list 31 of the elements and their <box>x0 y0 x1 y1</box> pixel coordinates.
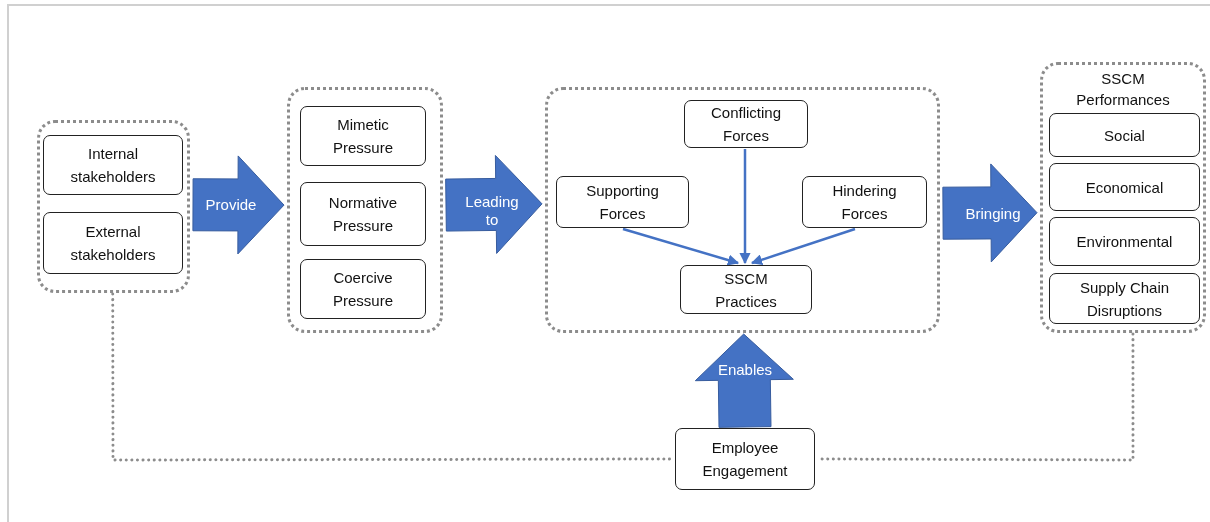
label-box: Mimetic Pressure <box>300 106 426 166</box>
label-box: Environmental <box>1049 217 1200 266</box>
dotted-group-box <box>545 87 940 333</box>
edge-label: Leading to <box>464 193 520 229</box>
label-box: Social <box>1049 113 1200 157</box>
label-box: Normative Pressure <box>300 182 426 246</box>
dotted-group-box <box>287 87 443 333</box>
label-box: Supporting Forces <box>556 176 689 228</box>
dotted-group-box <box>37 120 190 293</box>
edge-label: Enables <box>717 361 773 379</box>
arrow <box>750 227 856 266</box>
arrow <box>622 227 740 266</box>
label-box: Supply Chain Disruptions <box>1049 273 1200 324</box>
dotted-group-box <box>1040 62 1206 333</box>
block-arrow <box>694 333 794 428</box>
label-box: Internal stakeholders <box>43 135 183 195</box>
label-box: Employee Engagement <box>675 428 815 490</box>
dotted-connector <box>111 292 674 462</box>
label-box: Hindering Forces <box>802 176 927 228</box>
group-heading: SSCM Performances <box>1075 69 1171 110</box>
block-arrow <box>192 155 285 255</box>
edge-label: Bringing <box>965 205 1021 223</box>
block-arrow <box>942 163 1038 263</box>
label-box: SSCM Practices <box>680 265 812 314</box>
label-box: Conflicting Forces <box>684 100 808 148</box>
edge-label: Provide <box>205 196 257 214</box>
label-box: Economical <box>1049 163 1200 211</box>
label-box: Coercive Pressure <box>300 259 426 319</box>
block-arrow <box>445 154 543 254</box>
label-box: External stakeholders <box>43 212 183 274</box>
arrow <box>739 149 751 265</box>
